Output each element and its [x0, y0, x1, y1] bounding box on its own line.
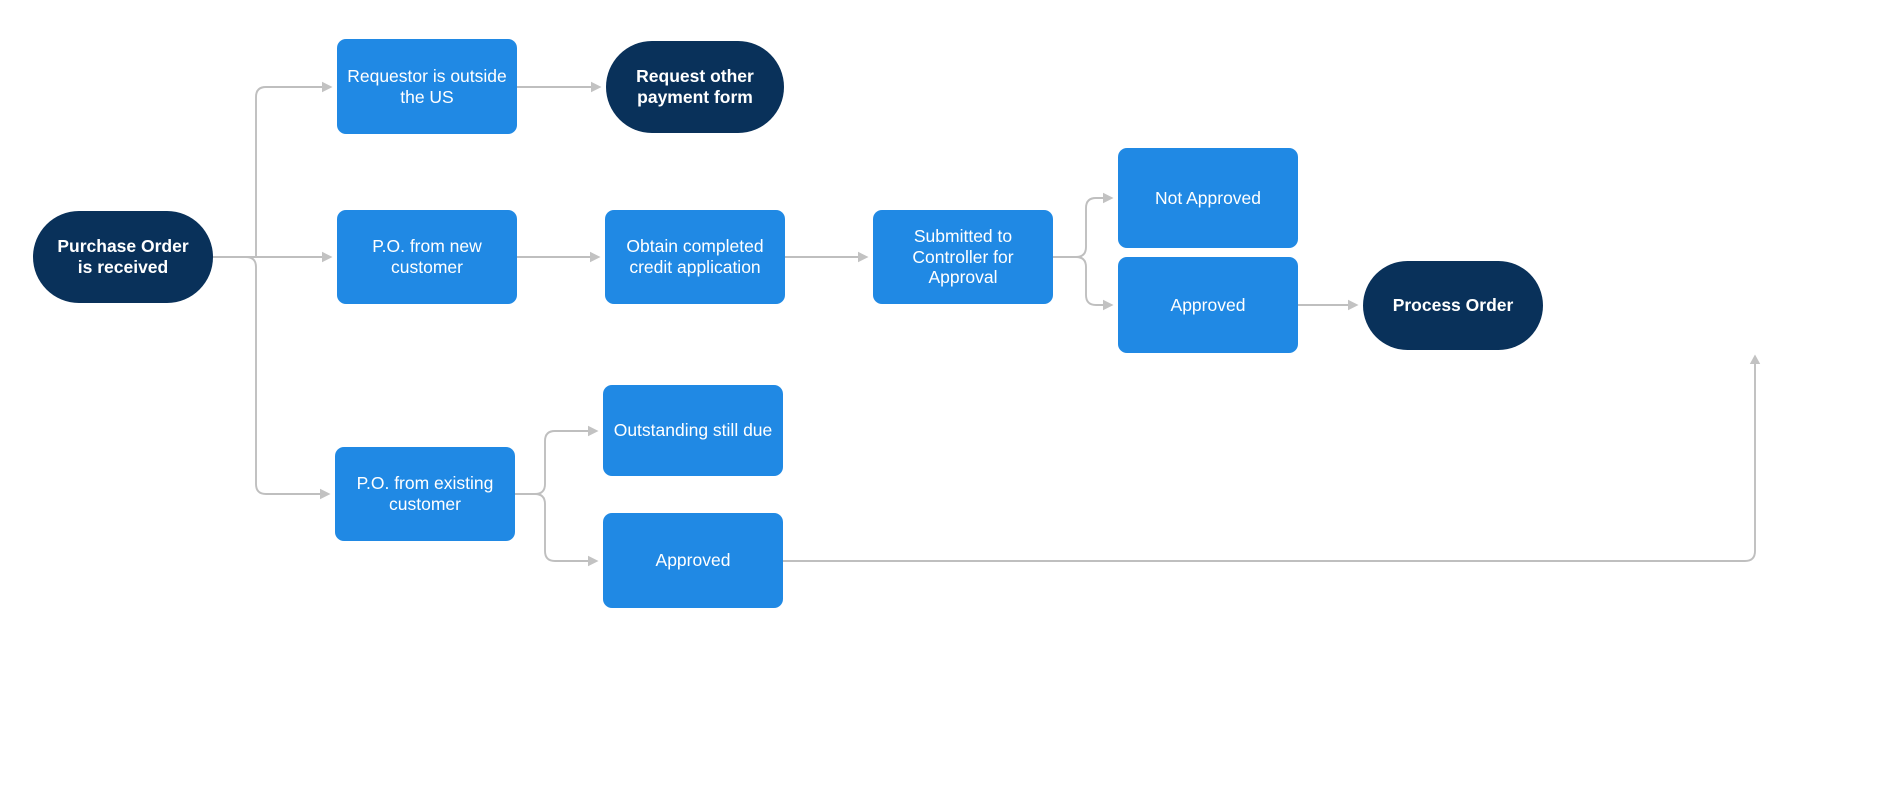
arrow-to-outside-us — [322, 81, 333, 93]
edge-existing-customer-to-outstanding — [514, 430, 592, 495]
node-po-from-new-customer[interactable]: P.O. from new customer — [337, 210, 517, 304]
arrow-to-outstanding — [588, 425, 599, 437]
node-not-approved[interactable]: Not Approved — [1118, 148, 1298, 248]
edge-approved-existing-to-process-order — [782, 361, 1756, 562]
node-label-po-from-existing-customer: P.O. from existing customer — [356, 473, 494, 514]
node-label-submitted-to-controller-for-approval: Submitted to Controller for Approval — [912, 226, 1014, 288]
node-submitted-to-controller-for-approval[interactable]: Submitted to Controller for Approval — [873, 210, 1053, 304]
node-label-purchase-order-is-received: Purchase Order is received — [57, 236, 189, 277]
arrow-to-credit-application — [590, 251, 601, 263]
edge-start-to-existing-customer — [212, 256, 324, 495]
node-request-other-payment-form[interactable]: Request other payment form — [606, 41, 784, 133]
node-purchase-order-is-received[interactable]: Purchase Order is received — [33, 211, 213, 303]
arrow-to-approved-controller — [1103, 299, 1114, 311]
node-label-po-from-new-customer: P.O. from new customer — [372, 236, 482, 277]
arrow-to-approved-existing — [588, 555, 599, 567]
node-obtain-completed-credit-application[interactable]: Obtain completed credit application — [605, 210, 785, 304]
node-label-request-other-payment-form: Request other payment form — [636, 66, 754, 107]
arrow-to-process-order-bottom — [1749, 354, 1761, 364]
node-po-from-existing-customer[interactable]: P.O. from existing customer — [335, 447, 515, 541]
node-approved-existing[interactable]: Approved — [603, 513, 783, 608]
edge-controller-to-not-approved — [1052, 197, 1107, 258]
arrow-to-process-order-left — [1348, 299, 1359, 311]
node-label-obtain-completed-credit-application: Obtain completed credit application — [626, 236, 764, 277]
node-label-requestor-is-outside-the-us: Requestor is outside the US — [347, 65, 507, 107]
arrow-to-new-customer — [322, 251, 333, 263]
node-requestor-is-outside-the-us[interactable]: Requestor is outside the US — [337, 39, 517, 134]
edge-existing-customer-to-approved — [514, 493, 592, 562]
edge-controller-to-approved — [1052, 256, 1107, 306]
node-label-approved-controller: Approved — [1170, 294, 1246, 315]
node-outstanding-still-due[interactable]: Outstanding still due — [603, 385, 783, 476]
arrow-to-controller — [858, 251, 869, 263]
arrow-to-existing-customer — [320, 488, 331, 500]
edge-start-to-outside-us — [212, 86, 326, 258]
arrow-to-not-approved — [1103, 192, 1114, 204]
arrow-to-request-other-payment — [591, 81, 602, 93]
node-label-approved-existing: Approved — [655, 550, 731, 571]
node-approved-controller[interactable]: Approved — [1118, 257, 1298, 353]
node-label-process-order: Process Order — [1392, 295, 1514, 316]
node-process-order[interactable]: Process Order — [1363, 261, 1543, 350]
node-label-not-approved: Not Approved — [1154, 187, 1262, 208]
node-label-outstanding-still-due: Outstanding still due — [613, 420, 773, 441]
